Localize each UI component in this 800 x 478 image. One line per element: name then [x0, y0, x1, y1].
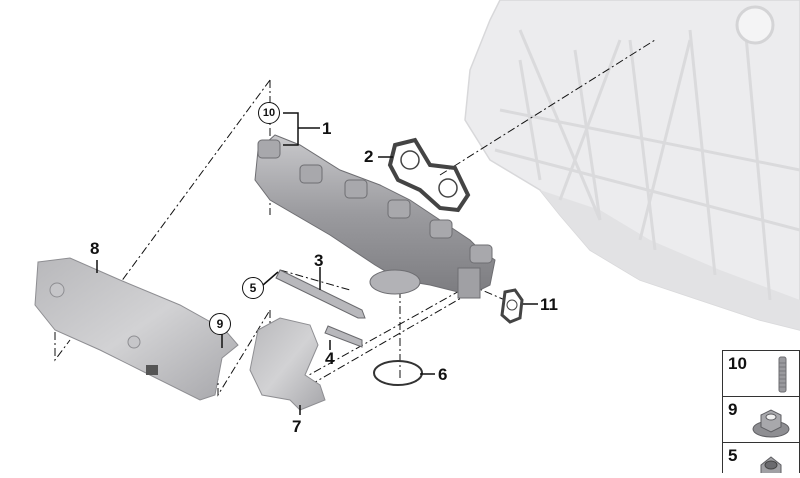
callout-8[interactable]: 8 — [90, 239, 100, 258]
leader-lines — [96, 112, 538, 415]
callout-4[interactable]: 4 — [325, 349, 335, 368]
callout-6[interactable]: 6 — [438, 365, 448, 384]
manifold-gasket-2[interactable] — [387, 137, 471, 213]
collar-nut-icon — [760, 456, 782, 473]
callout-7[interactable]: 7 — [292, 417, 302, 436]
legend-item-flange-nut[interactable]: 9 — [722, 396, 800, 442]
small-parts-legend: 10 9 5 — [722, 350, 800, 473]
callout-11[interactable]: 11 — [540, 295, 558, 314]
engine-block — [464, 0, 800, 331]
stud-bolt-icon — [778, 356, 787, 393]
callout-10-circled[interactable]: 10 — [258, 102, 280, 124]
heat-shield-8[interactable] — [34, 257, 239, 401]
legend-label: 10 — [728, 354, 747, 373]
exhaust-manifold-1[interactable] — [254, 134, 496, 299]
legend-label: 5 — [728, 446, 738, 465]
callout-3[interactable]: 3 — [314, 251, 324, 270]
o-ring-6[interactable] — [373, 360, 423, 386]
legend-item-collar-nut[interactable]: 5 — [722, 442, 800, 473]
flange-nut-icon — [752, 409, 790, 438]
callout-2[interactable]: 2 — [364, 147, 374, 166]
heat-shield-7[interactable] — [249, 317, 326, 411]
legend-label: 9 — [728, 400, 738, 419]
egr-gasket-11[interactable] — [500, 288, 524, 324]
legend-item-stud-bolt[interactable]: 10 — [722, 350, 800, 396]
callout-5-circled[interactable]: 5 — [242, 277, 264, 299]
callout-9-circled[interactable]: 9 — [209, 313, 231, 335]
callout-1[interactable]: 1 — [322, 119, 332, 138]
bracket-strap-4[interactable] — [324, 325, 363, 348]
bracket-strap-3[interactable] — [275, 269, 366, 319]
